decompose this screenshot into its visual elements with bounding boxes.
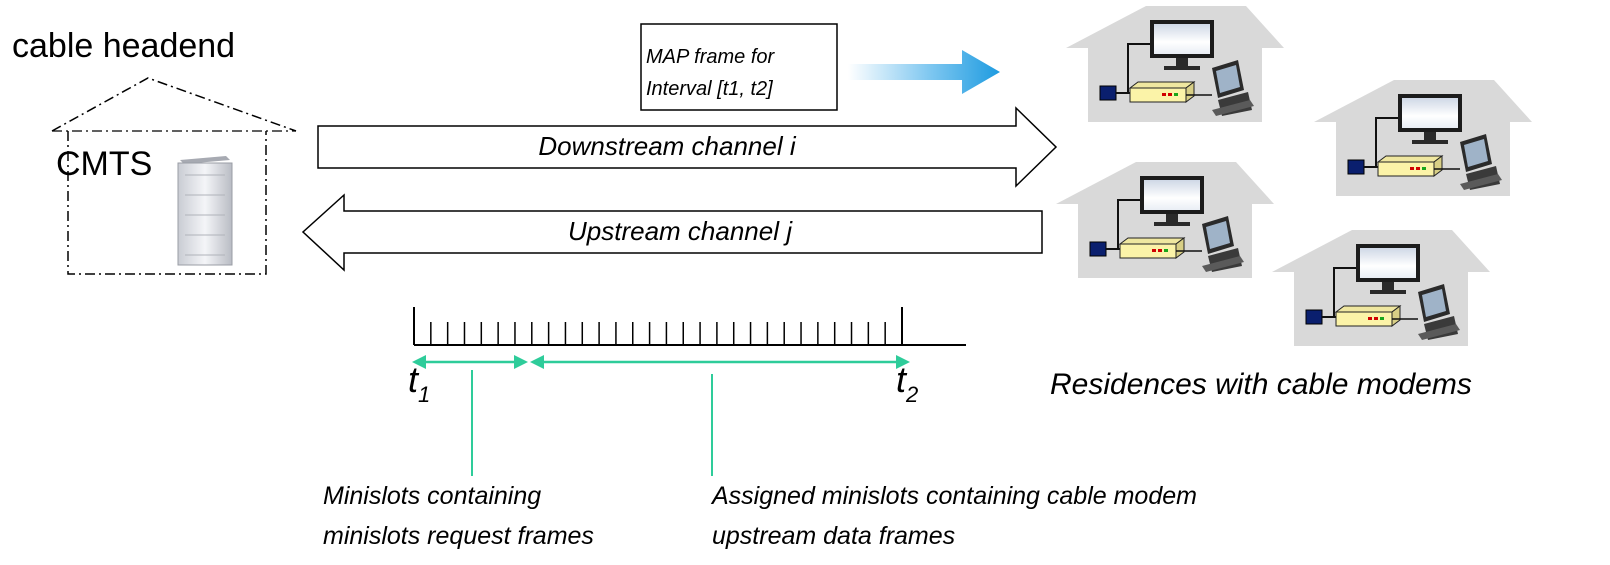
residences-caption: Residences with cable modems bbox=[1050, 368, 1472, 401]
t2-base: t bbox=[896, 359, 908, 400]
map-frame-box bbox=[640, 23, 838, 111]
upstream-channel-arrow bbox=[301, 193, 1043, 272]
data-annotation-line1: Assigned minislots containing cable mode… bbox=[710, 482, 1197, 510]
downstream-channel-label: Downstream channel i bbox=[538, 131, 796, 161]
cmts-server-icon bbox=[177, 156, 233, 266]
upstream-channel-label: Upstream channel j bbox=[568, 216, 793, 246]
minislot-ticks bbox=[430, 322, 886, 345]
t1-label: t1 bbox=[408, 359, 430, 407]
t1-sub: 1 bbox=[418, 382, 430, 407]
request-minislots-arrow bbox=[412, 355, 528, 369]
request-annotation-line2: minislots request frames bbox=[323, 522, 594, 550]
minislot-timeline bbox=[413, 307, 966, 346]
data-annotation-line2: upstream data frames bbox=[712, 522, 955, 550]
map-send-arrow bbox=[848, 50, 1000, 94]
t1-base: t bbox=[408, 359, 420, 400]
data-minislots-arrow bbox=[530, 355, 910, 369]
residence-house-3 bbox=[1055, 161, 1275, 279]
residence-house-2 bbox=[1313, 79, 1533, 197]
map-frame-line2: Interval [t1, t2] bbox=[646, 78, 773, 100]
headend-title: cable headend bbox=[12, 27, 235, 65]
downstream-channel-arrow bbox=[317, 106, 1058, 188]
residence-house-1 bbox=[1065, 5, 1285, 123]
cmts-label: CMTS bbox=[56, 145, 152, 183]
t2-label: t2 bbox=[896, 359, 918, 407]
map-frame-line1: MAP frame for bbox=[646, 46, 776, 68]
residence-house-4 bbox=[1271, 229, 1491, 347]
t2-sub: 2 bbox=[905, 382, 918, 407]
request-annotation-line1: Minislots containing bbox=[323, 482, 541, 510]
headend-building bbox=[51, 77, 297, 275]
